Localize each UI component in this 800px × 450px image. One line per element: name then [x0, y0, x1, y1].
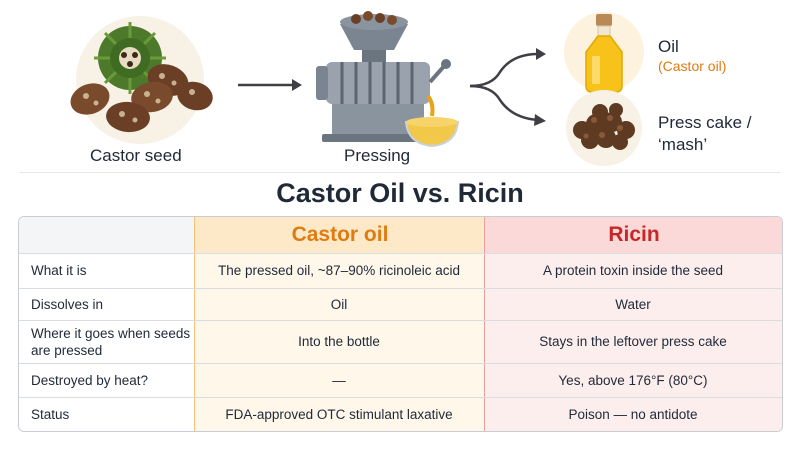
empty-header-cell	[19, 217, 194, 253]
comparison-table: Castor oil Ricin What it is The pressed …	[18, 216, 783, 432]
table-cell-ricin: Poison — no antidote	[568, 406, 698, 422]
ricin-column: Ricin	[484, 217, 782, 431]
row-divider	[19, 363, 782, 364]
table-row-label: Dissolves in	[31, 296, 104, 312]
row-divider	[19, 397, 782, 398]
ricin-header-bg	[485, 217, 782, 254]
table-row-label: Status	[31, 406, 70, 422]
castor-oil-column: Castor oil	[194, 217, 486, 431]
row-divider	[19, 320, 782, 321]
process-flow: Castor seed Pressing Oil (Castor oil) Pr…	[0, 0, 800, 172]
oil-bottle-icon	[564, 12, 644, 93]
castor-seed-label: Castor seed	[90, 146, 182, 165]
row-divider	[19, 288, 782, 289]
row-divider	[19, 253, 782, 254]
table-cell-castor: FDA-approved OTC stimulant laxative	[225, 406, 453, 422]
table-cell-ricin: Yes, above 176°F (80°C)	[558, 372, 708, 388]
table-row-label: What it is	[31, 263, 87, 278]
process-illustration	[70, 11, 644, 166]
oil-press-icon	[316, 11, 460, 148]
branch-arrow-icon	[469, 48, 546, 126]
table-row-label: Where it goes when seeds are pressed	[31, 325, 191, 358]
arrow-right-icon	[238, 79, 302, 91]
table-row-label: Destroyed by heat?	[31, 372, 149, 388]
castor-seed-icon	[70, 16, 213, 144]
table-cell-castor: The pressed oil, ~87–90% ricinoleic acid	[217, 263, 460, 278]
row-label-column	[19, 217, 194, 431]
press-cake-icon	[566, 90, 642, 166]
table-cell-ricin: Stays in the leftover press cake	[539, 334, 727, 349]
page-title: Castor Oil vs. Ricin	[276, 178, 524, 208]
castor-oil-header: Castor oil	[291, 223, 389, 246]
castor-oil-header-bg	[195, 217, 485, 254]
oil-sublabel: (Castor oil)	[658, 58, 727, 74]
pressing-label: Pressing	[344, 146, 411, 165]
table-cell-ricin: A protein toxin inside the seed	[542, 263, 724, 278]
oil-label: Oil	[658, 37, 679, 56]
table-cell-castor: Into the bottle	[298, 334, 380, 349]
section-divider	[20, 172, 780, 173]
table-cell-castor: Oil	[330, 296, 348, 312]
press-cake-label: Press cake / ‘mash’	[658, 113, 752, 154]
ricin-header: Ricin	[608, 223, 660, 246]
table-cell-ricin: Water	[615, 296, 651, 312]
table-cell-castor: —	[332, 372, 346, 388]
